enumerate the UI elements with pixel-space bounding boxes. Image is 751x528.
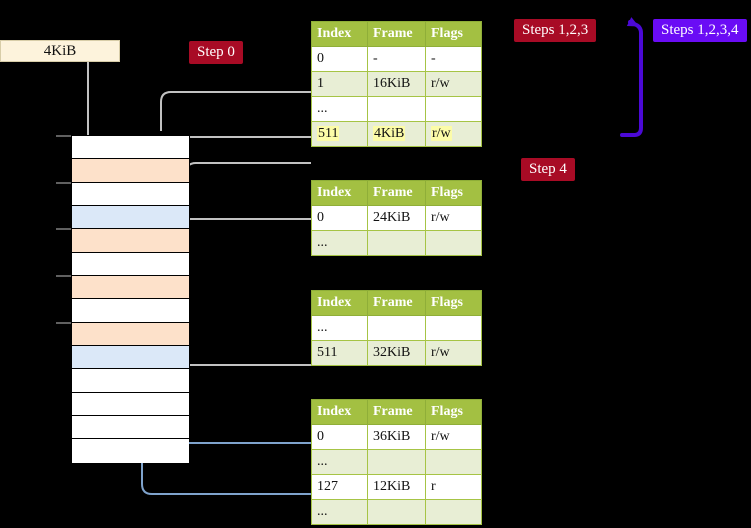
cell-frame <box>367 499 426 525</box>
cell-flags: r/w <box>425 121 482 147</box>
cell-frame: 16KiB <box>367 71 426 97</box>
cell-frame: - <box>367 46 426 72</box>
column-header-index: Index <box>311 290 368 316</box>
column-header-flags: Flags <box>425 180 482 206</box>
table-row: ... <box>311 449 482 475</box>
memory-frame-row <box>56 228 189 253</box>
cell-flags: r/w <box>425 71 482 97</box>
memory-frame-row <box>56 321 189 346</box>
cell-frame: 32KiB <box>367 340 426 366</box>
cell-flags <box>425 230 482 256</box>
cell-index: 127 <box>311 474 368 500</box>
cell-flags <box>425 96 482 122</box>
steps-1234-badge: Steps 1,2,3,4 <box>653 19 747 42</box>
column-header-frame: Frame <box>367 180 426 206</box>
memory-frame-row <box>72 369 189 393</box>
cell-flags <box>425 449 482 475</box>
connector-pd-to-memory <box>172 309 311 366</box>
memory-tick-mark <box>56 321 71 324</box>
column-header-flags: Flags <box>425 21 482 47</box>
memory-frame-row <box>72 299 189 323</box>
page-size-box: 4KiB <box>0 40 120 62</box>
connector-pml4-entry <box>160 91 311 131</box>
cell-flags <box>425 315 482 341</box>
cell-index: 511 <box>311 121 368 147</box>
steps-123-badge: Steps 1,2,3 <box>514 19 597 42</box>
cell-flags: r <box>425 474 482 500</box>
cell-frame: 36KiB <box>367 424 426 450</box>
column-header-frame: Frame <box>367 21 426 47</box>
cell-frame: 24KiB <box>367 205 426 231</box>
cell-index: ... <box>311 230 368 256</box>
cell-index: ... <box>311 315 368 341</box>
cell-flags: r/w <box>425 424 482 450</box>
memory-frame-row <box>72 252 189 276</box>
memory-tick-mark <box>56 181 71 184</box>
cell-index: 511 <box>311 340 368 366</box>
memory-tick-mark <box>56 135 71 137</box>
table-row: ... <box>311 96 482 122</box>
table-row: ... <box>311 315 482 341</box>
memory-frame-row <box>72 205 189 230</box>
cell-frame <box>367 315 426 341</box>
column-header-flags: Flags <box>425 290 482 316</box>
memory-frame-row <box>72 439 189 463</box>
cell-flags: r/w <box>425 340 482 366</box>
cell-flags: - <box>425 46 482 72</box>
cell-index: 0 <box>311 424 368 450</box>
table-row: ... <box>311 499 482 525</box>
physical-memory-column <box>56 135 190 463</box>
connector-steps-bracket <box>620 17 643 137</box>
cell-index: 0 <box>311 205 368 231</box>
table-row: 0-- <box>311 46 482 72</box>
column-header-index: Index <box>311 399 368 425</box>
cell-frame: 4KiB <box>367 121 426 147</box>
memory-frame-row <box>56 274 189 300</box>
memory-frame-row <box>56 181 189 206</box>
memory-tick-mark <box>56 274 71 277</box>
memory-frame-row <box>72 392 189 416</box>
step-0-badge: Step 0 <box>189 41 243 64</box>
column-header-index: Index <box>311 180 368 206</box>
column-header-flags: Flags <box>425 399 482 425</box>
column-header-frame: Frame <box>367 399 426 425</box>
cell-flags: r/w <box>425 205 482 231</box>
column-header-frame: Frame <box>367 290 426 316</box>
connector-pdpt-to-memory <box>182 150 311 174</box>
cell-frame: 12KiB <box>367 474 426 500</box>
memory-frame-row <box>72 345 189 370</box>
cell-frame <box>367 449 426 475</box>
cell-flags <box>425 499 482 525</box>
cell-index: ... <box>311 499 368 525</box>
column-header-index: Index <box>311 21 368 47</box>
cell-index: 0 <box>311 46 368 72</box>
cell-frame <box>367 230 426 256</box>
cell-index: 1 <box>311 71 368 97</box>
cell-index: ... <box>311 96 368 122</box>
step-4-badge: Step 4 <box>521 158 575 181</box>
cell-frame <box>367 96 426 122</box>
table-row: ... <box>311 230 482 256</box>
memory-tick-mark <box>56 228 71 231</box>
memory-frame-row <box>56 135 189 160</box>
memory-frame-row <box>72 415 189 440</box>
cell-index: ... <box>311 449 368 475</box>
memory-frame-row <box>72 159 189 183</box>
